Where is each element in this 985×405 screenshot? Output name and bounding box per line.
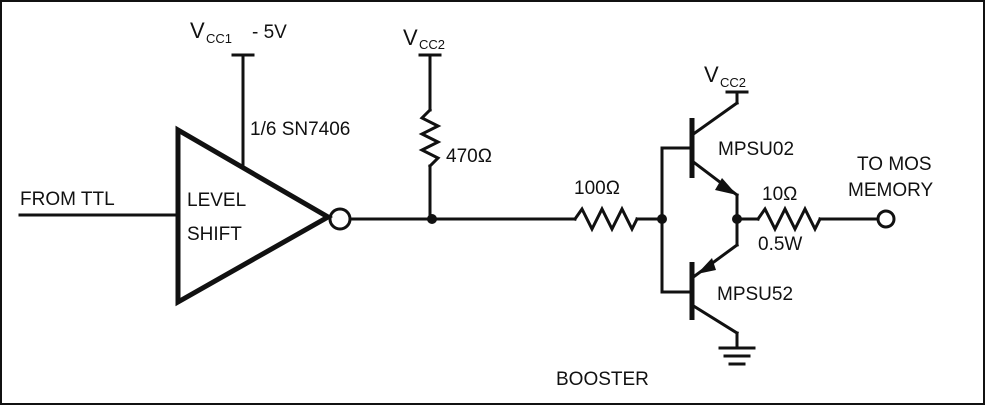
label-r470: 470Ω: [446, 146, 492, 167]
label-vcc1-sub: CC1: [206, 31, 232, 46]
label-vcc1-v: V: [190, 18, 205, 43]
level-shift-buffer: [175, 125, 334, 307]
label-booster: BOOSTER: [556, 369, 649, 390]
output-terminal: [876, 209, 896, 229]
label-vcc2-sub: CC2: [419, 37, 445, 52]
resistor-10: [755, 205, 823, 233]
label-vcc1-value: - 5V: [252, 22, 287, 43]
label-q-top: MPSU02: [718, 139, 794, 160]
inverter-bubble: [328, 207, 352, 231]
q-bottom-collector: [689, 302, 740, 336]
label-vcc2b-v: V: [704, 62, 719, 87]
label-vcc2-v: V: [403, 25, 418, 50]
label-output-2: MEMORY: [848, 180, 933, 201]
q-bottom-arrow: [697, 258, 716, 274]
q-top-arrow: [715, 178, 737, 195]
label-shift: SHIFT: [187, 224, 242, 245]
label-input: FROM TTL: [20, 189, 115, 210]
label-q-bottom: MPSU52: [717, 284, 793, 305]
label-r10-power: 0.5W: [758, 234, 802, 255]
label-level: LEVEL: [187, 190, 246, 211]
label-r10: 10Ω: [762, 184, 797, 205]
label-r100: 100Ω: [574, 178, 620, 199]
resistor-100: [572, 205, 640, 233]
label-output-1: TO MOS: [857, 154, 932, 175]
label-gate: 1/6 SN7406: [250, 119, 350, 140]
label-vcc2b-sub: CC2: [720, 75, 746, 90]
resistor-470: [418, 107, 442, 169]
q-top-collector: [689, 100, 740, 138]
